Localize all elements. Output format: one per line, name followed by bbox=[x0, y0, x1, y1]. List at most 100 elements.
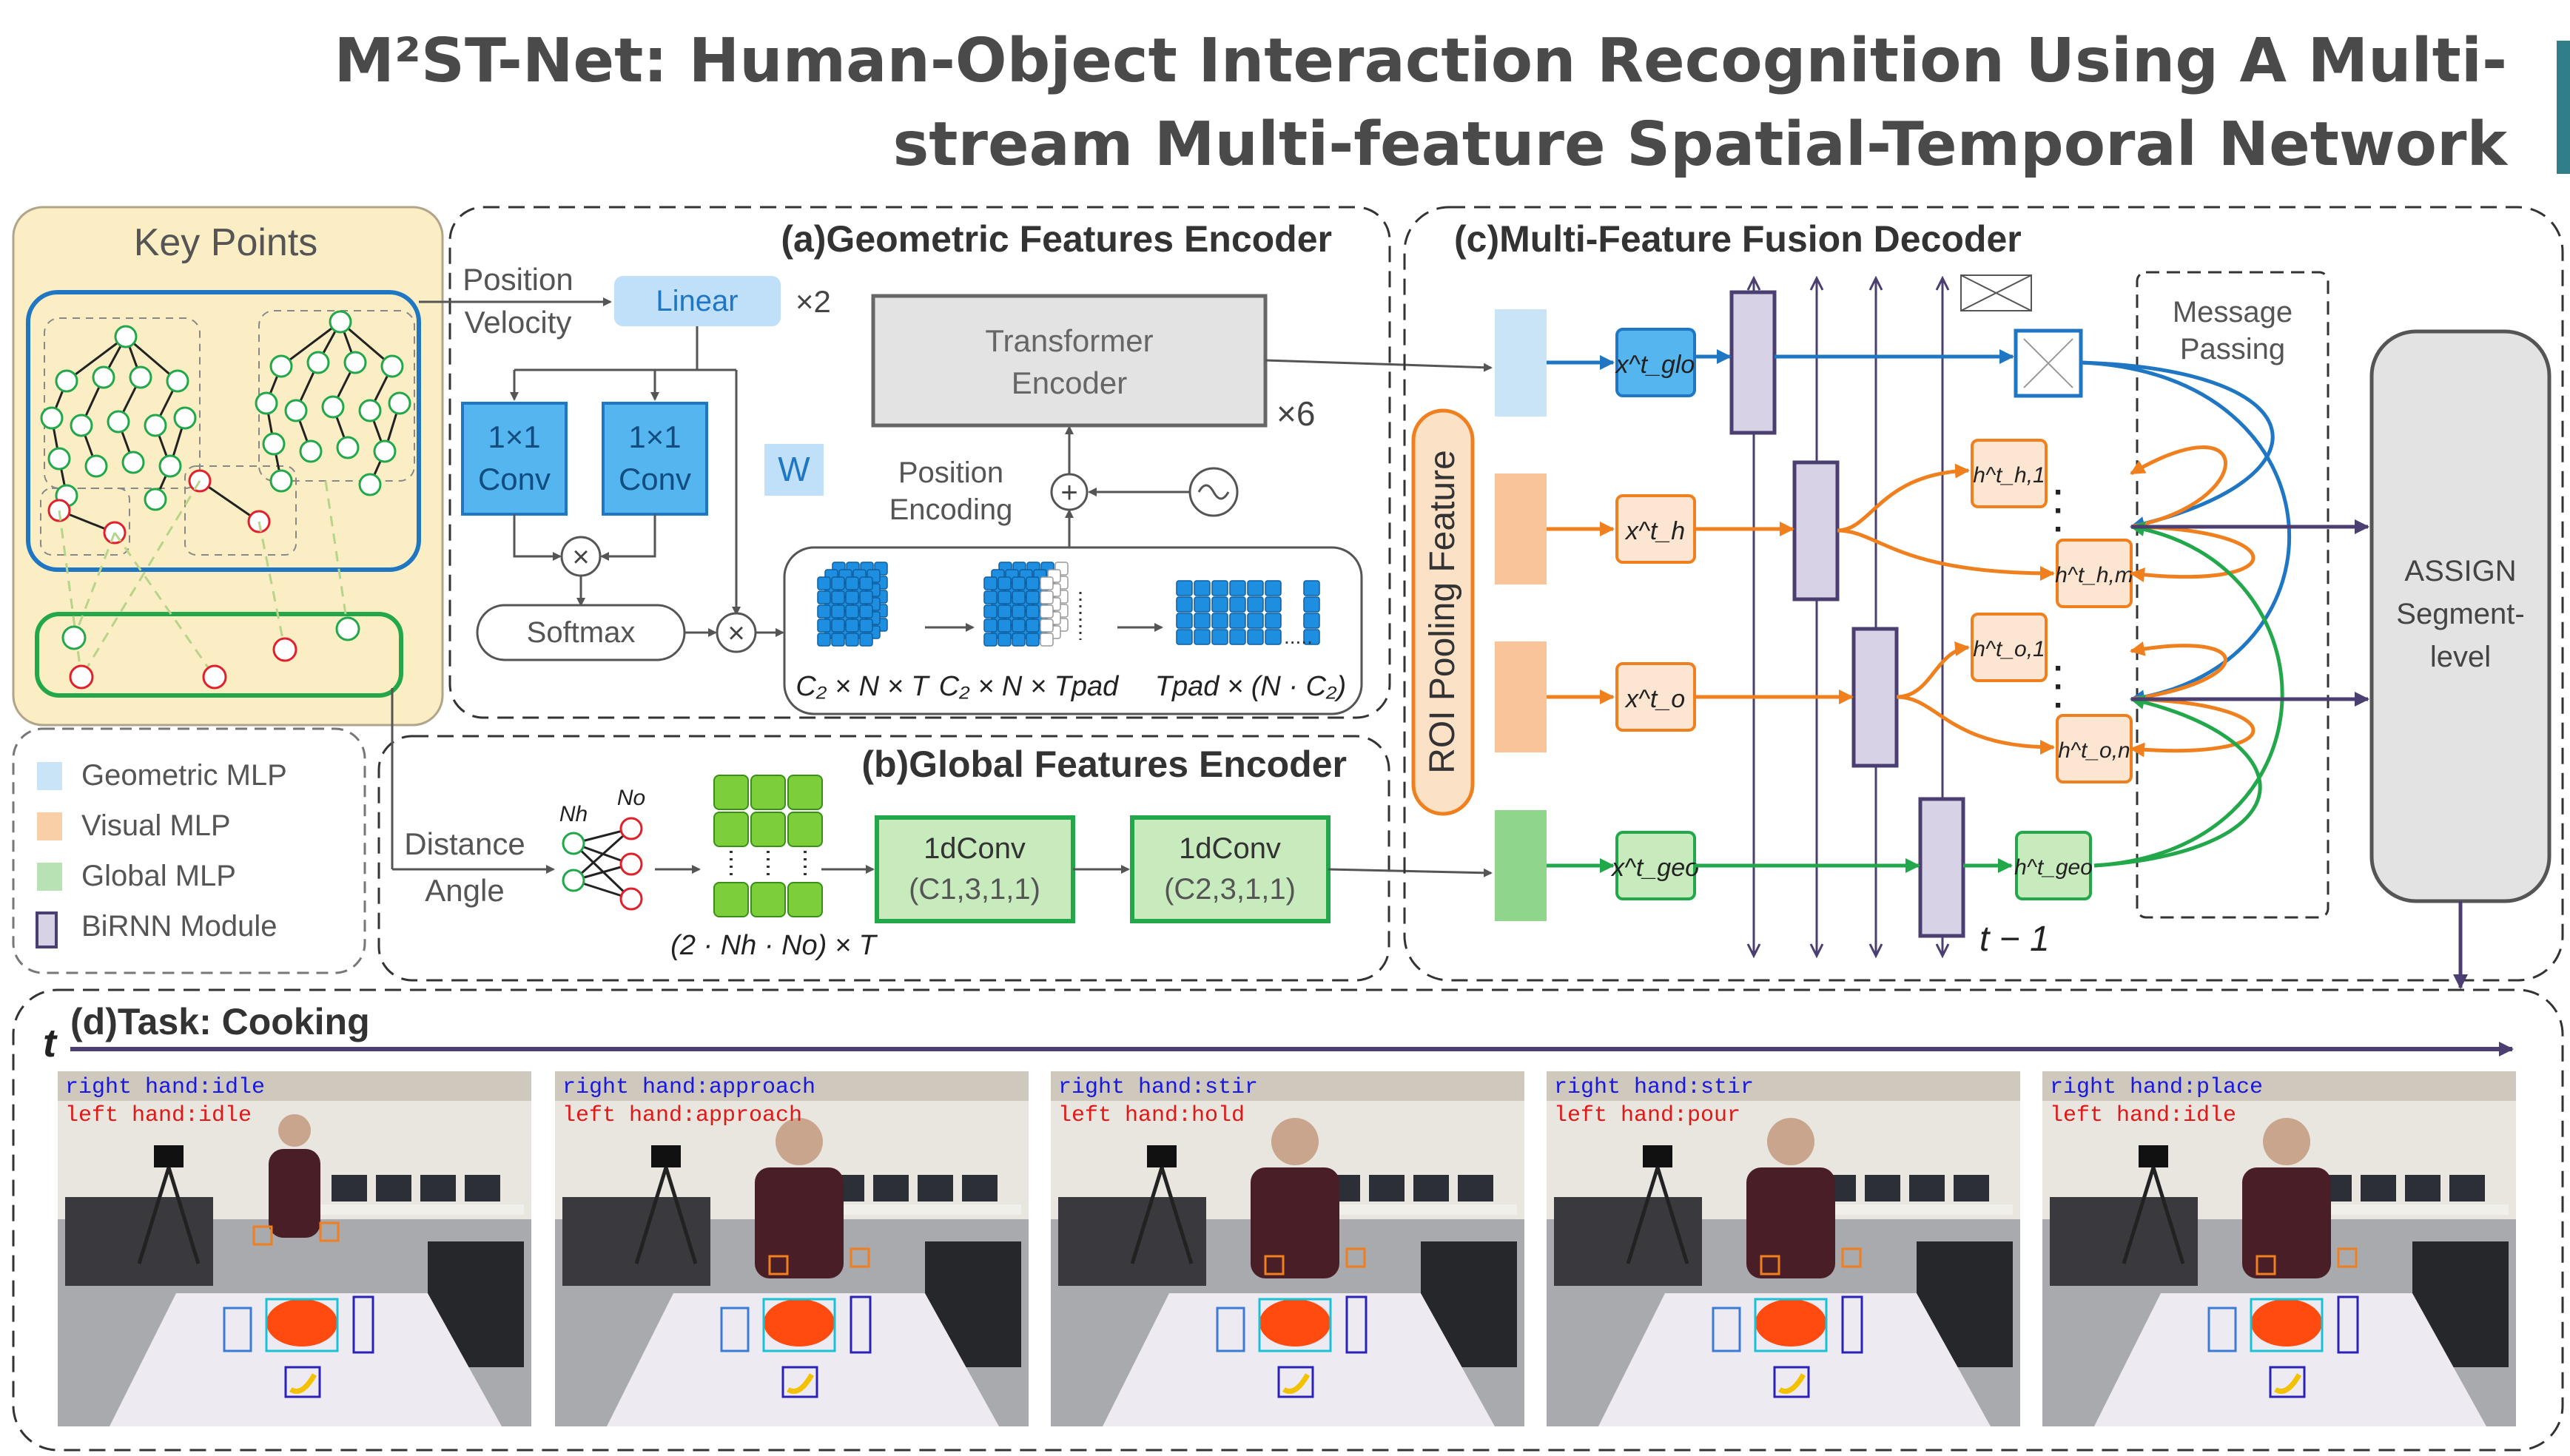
keypoint-node bbox=[269, 469, 293, 493]
keypoint-node bbox=[84, 454, 108, 478]
svg-text:h^t_h,1: h^t_h,1 bbox=[1973, 463, 2045, 488]
conv1d-block-2 bbox=[1130, 815, 1331, 923]
svg-text:h^t_h,m: h^t_h,m bbox=[2055, 563, 2133, 587]
linear-block bbox=[614, 276, 781, 326]
legend-label: Geometric MLP bbox=[81, 759, 287, 792]
keypoint-node bbox=[107, 410, 130, 434]
visual-mlp-object bbox=[1495, 641, 1547, 752]
keypoint-node bbox=[373, 439, 397, 463]
geometric-encoder-panel: (a)Geometric Features Encoder Position V… bbox=[443, 206, 1493, 719]
nh-label: Nh bbox=[559, 802, 588, 826]
right-hand-label: right hand:idle bbox=[65, 1075, 266, 1100]
keypoint-node bbox=[358, 399, 382, 422]
svg-text:x^t_h: x^t_h bbox=[1624, 517, 1685, 545]
grid-dim-label: (2 · Nh · No) × T bbox=[670, 930, 878, 961]
svg-text:·: · bbox=[2053, 511, 2065, 547]
t-minus-1-label: t − 1 bbox=[1979, 920, 2050, 959]
svg-text:.....: ..... bbox=[1284, 625, 1313, 648]
keypoint-node bbox=[329, 310, 352, 334]
keypoint-node bbox=[388, 391, 411, 415]
task-frame bbox=[1547, 1071, 2020, 1426]
h-geo-node bbox=[2015, 831, 2092, 900]
task-frame bbox=[555, 1071, 1029, 1426]
transformer-block bbox=[871, 294, 1268, 428]
keypoint-node bbox=[40, 406, 64, 430]
keypoint-node bbox=[55, 369, 78, 393]
keypoint-node bbox=[255, 391, 278, 415]
velocity-label: Velocity bbox=[465, 305, 572, 340]
legend-label: Global MLP bbox=[81, 860, 236, 892]
assign-label-1: ASSIGN bbox=[2404, 555, 2516, 587]
keypoint-node bbox=[358, 473, 382, 496]
svg-text:1×1: 1×1 bbox=[488, 419, 540, 454]
svg-text:·: · bbox=[2053, 474, 2065, 510]
object-keypoint bbox=[272, 637, 297, 662]
svg-text:1×1: 1×1 bbox=[628, 419, 681, 454]
decoder-panel: (c)Multi-Feature Fusion Decoder ROI Pool… bbox=[1403, 206, 2564, 989]
legend-swatch bbox=[36, 911, 58, 948]
task-panel: (d)Task: Cooking t bbox=[12, 988, 2564, 1452]
assign-label-3: level bbox=[2430, 641, 2491, 673]
object-node bbox=[619, 817, 643, 840]
legend-swatch bbox=[37, 812, 62, 840]
svg-text:x^t_glo: x^t_glo bbox=[1615, 351, 1695, 379]
message-passing-frame bbox=[2136, 271, 2330, 919]
roi-pooling-block bbox=[1411, 408, 1475, 816]
keypoint-node bbox=[70, 414, 93, 437]
human-graph-frame bbox=[26, 290, 421, 572]
position-label: Position bbox=[462, 262, 573, 297]
keypoints-panel: Key Points bbox=[12, 206, 444, 727]
svg-text:·: · bbox=[2053, 687, 2065, 724]
svg-text:(C2,3,1,1): (C2,3,1,1) bbox=[1164, 873, 1296, 906]
no-label: No bbox=[617, 786, 645, 810]
w-label: W bbox=[778, 450, 810, 488]
tensor3-label: Tpad × (N · C₂) bbox=[1155, 671, 1346, 702]
transformer-label-1: Transformer bbox=[985, 323, 1153, 358]
legend-label: BiRNN Module bbox=[81, 910, 277, 943]
conv-block-2 bbox=[602, 402, 708, 516]
left-hand-label: left hand:pour bbox=[1554, 1103, 1741, 1128]
svg-text:x^t_geo: x^t_geo bbox=[1610, 854, 1699, 882]
object-keypoint bbox=[202, 664, 227, 690]
birnn-global bbox=[1729, 290, 1777, 435]
keypoint-node bbox=[306, 351, 330, 374]
accent-bar bbox=[2557, 41, 2570, 174]
svg-text:h^t_o,1: h^t_o,1 bbox=[1973, 637, 2045, 661]
birnn-human bbox=[1792, 460, 1840, 601]
keypoint-node bbox=[173, 406, 197, 430]
svg-text:+: + bbox=[1060, 476, 1077, 509]
keypoint-node bbox=[158, 454, 182, 478]
svg-text:1dConv: 1dConv bbox=[1179, 832, 1281, 865]
task-frame bbox=[2042, 1071, 2516, 1426]
task-frame bbox=[1051, 1071, 1524, 1426]
linear-label: Linear bbox=[656, 285, 738, 317]
keypoints-title: Key Points bbox=[134, 221, 318, 264]
svg-text:Conv: Conv bbox=[478, 462, 551, 496]
object-graph-frame bbox=[35, 612, 403, 698]
keypoint-node bbox=[380, 354, 404, 378]
visual-mlp-human bbox=[1495, 473, 1547, 584]
right-hand-label: right hand:stir bbox=[1058, 1075, 1259, 1100]
object-node bbox=[619, 887, 643, 911]
svg-text:h^t_geo: h^t_geo bbox=[2014, 855, 2093, 880]
distance-label: Distance bbox=[404, 826, 525, 861]
right-hand-label: right hand:place bbox=[2050, 1075, 2264, 1100]
global-encoder-panel: (b)Global Features Encoder Distance Angl… bbox=[377, 688, 1493, 982]
tensor2-label: C₂ × N × Tpad bbox=[939, 671, 1120, 702]
birnn-object bbox=[1851, 627, 1899, 768]
message-label-2: Passing bbox=[2180, 333, 2285, 365]
svg-text:x^t_o: x^t_o bbox=[1624, 685, 1685, 713]
keypoint-node bbox=[343, 351, 367, 374]
birnn-geo bbox=[1918, 797, 1965, 938]
keypoint-node bbox=[166, 369, 189, 393]
keypoint-node bbox=[92, 365, 115, 389]
keypoint-node bbox=[269, 354, 293, 378]
assign-label-2: Segment- bbox=[2396, 598, 2524, 630]
svg-text:·: · bbox=[2053, 669, 2065, 705]
h-o1-node bbox=[1971, 613, 2048, 682]
time-axis-label: t bbox=[43, 1021, 58, 1065]
right-hand-label: right hand:stir bbox=[1554, 1075, 1755, 1100]
